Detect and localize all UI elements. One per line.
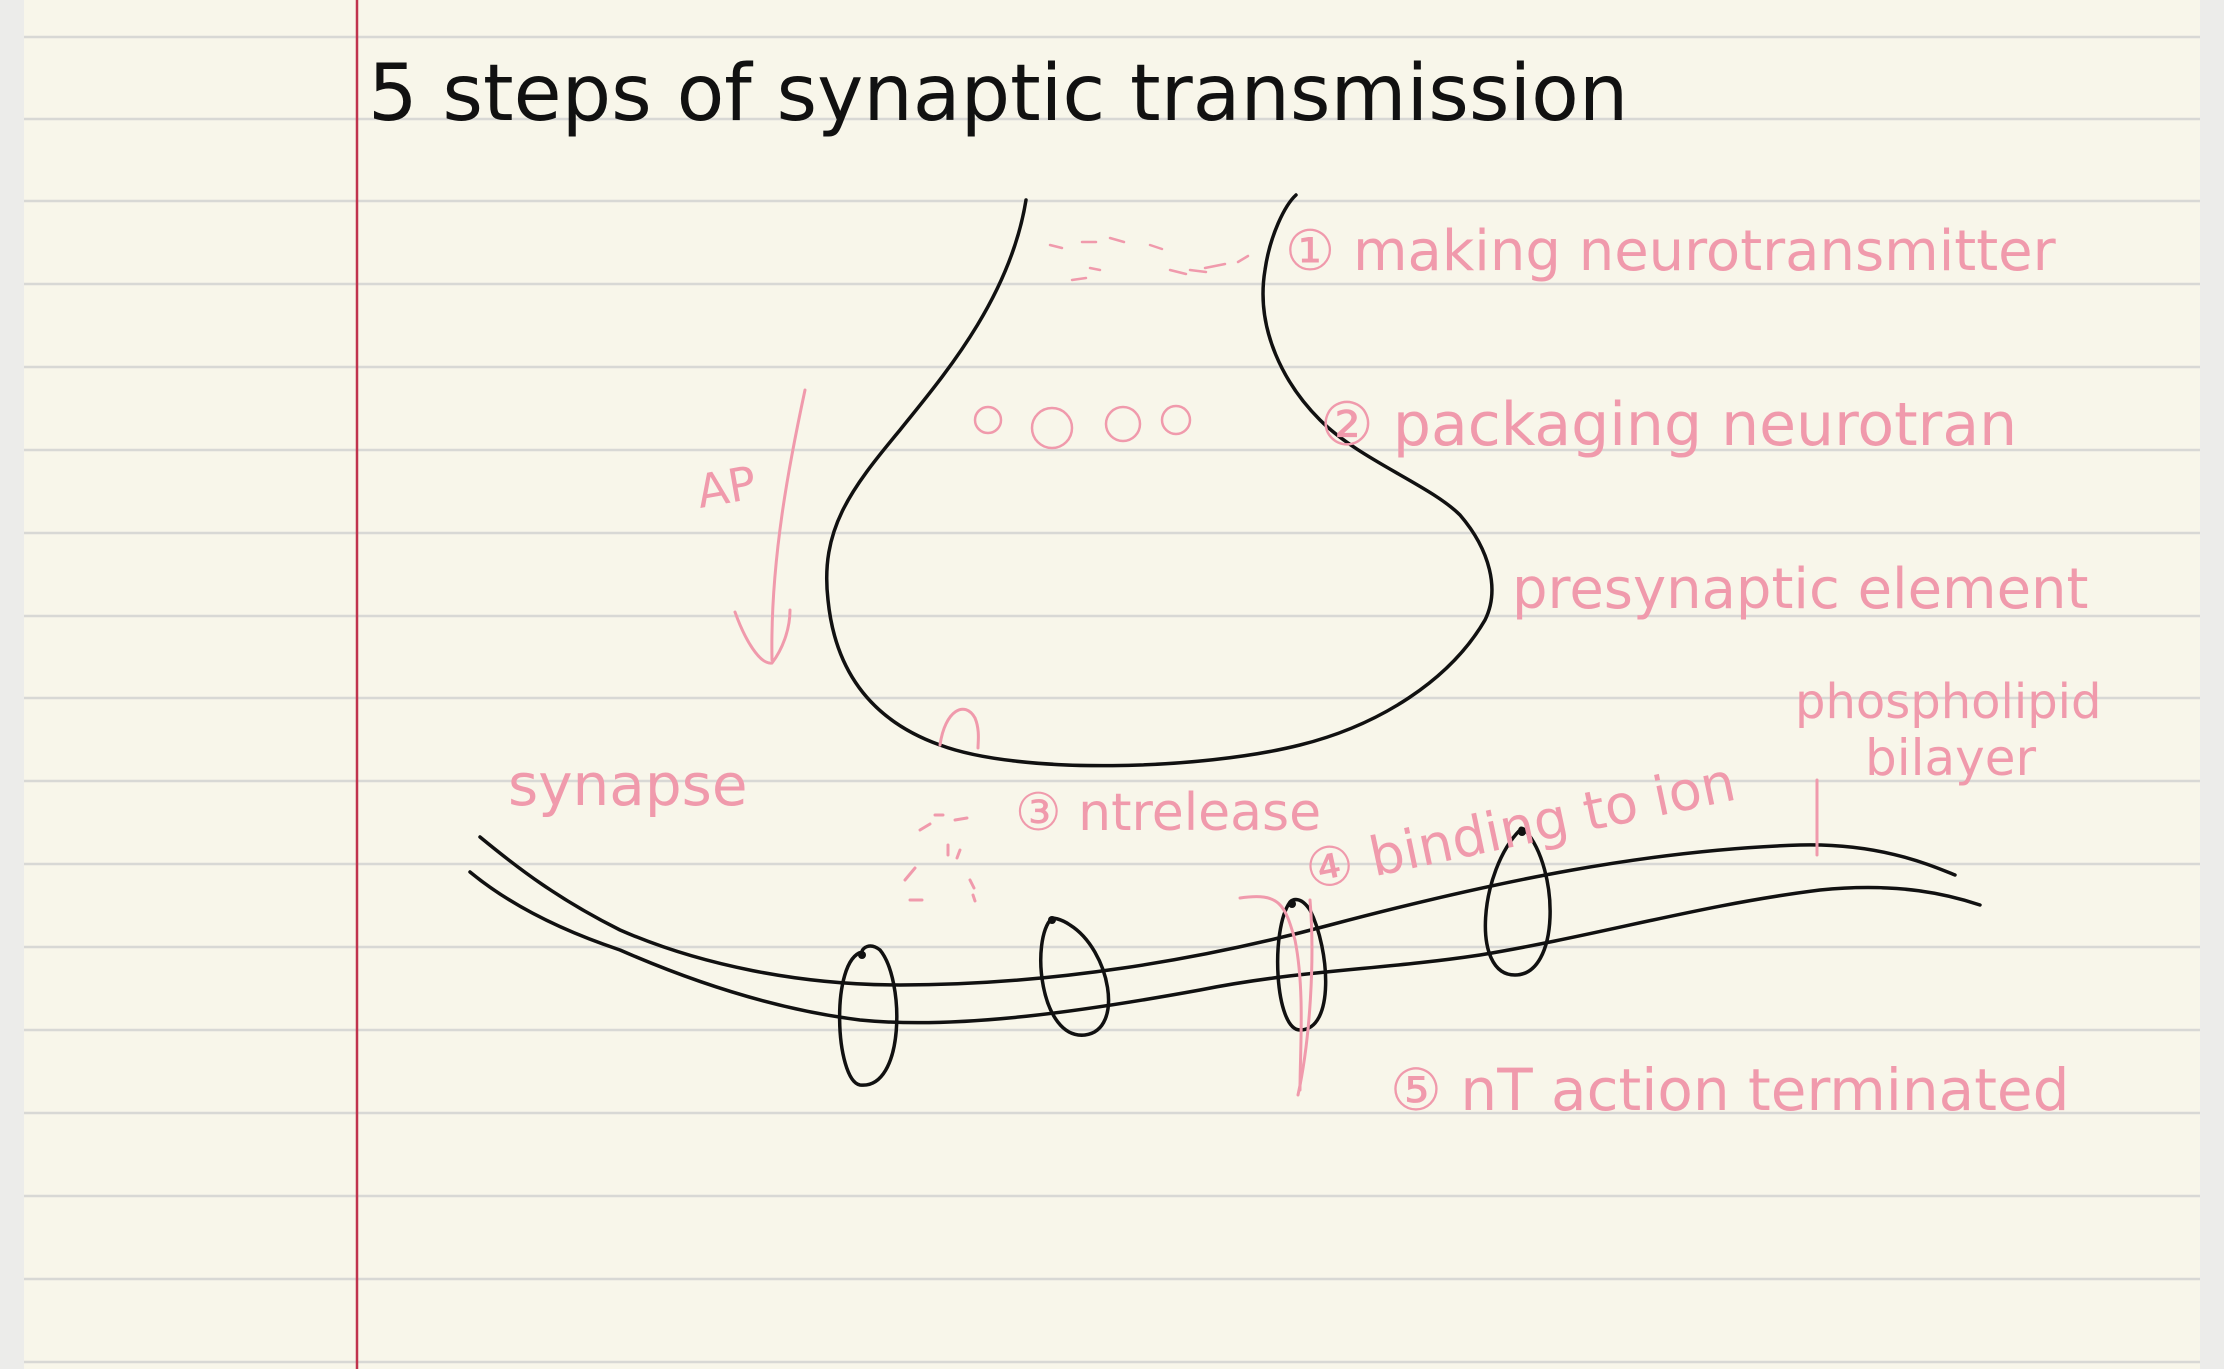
page-title: 5 steps of synaptic transmission bbox=[368, 49, 1628, 139]
bilayer-label: bilayer bbox=[1865, 729, 2037, 787]
ap-label: AP bbox=[693, 455, 761, 518]
step2-label: ② packaging neurotran bbox=[1320, 390, 2017, 460]
step5-label: ⑤ nT action terminated bbox=[1390, 1056, 2069, 1124]
presynaptic-label: presynaptic element bbox=[1512, 557, 2089, 622]
step3-label: ③ ntrelease bbox=[1015, 783, 1321, 843]
step1-label: ① making neurotransmitter bbox=[1285, 219, 2057, 284]
synapse-label: synapse bbox=[508, 751, 748, 819]
phospholipid-label: phospholipid bbox=[1795, 674, 2101, 730]
